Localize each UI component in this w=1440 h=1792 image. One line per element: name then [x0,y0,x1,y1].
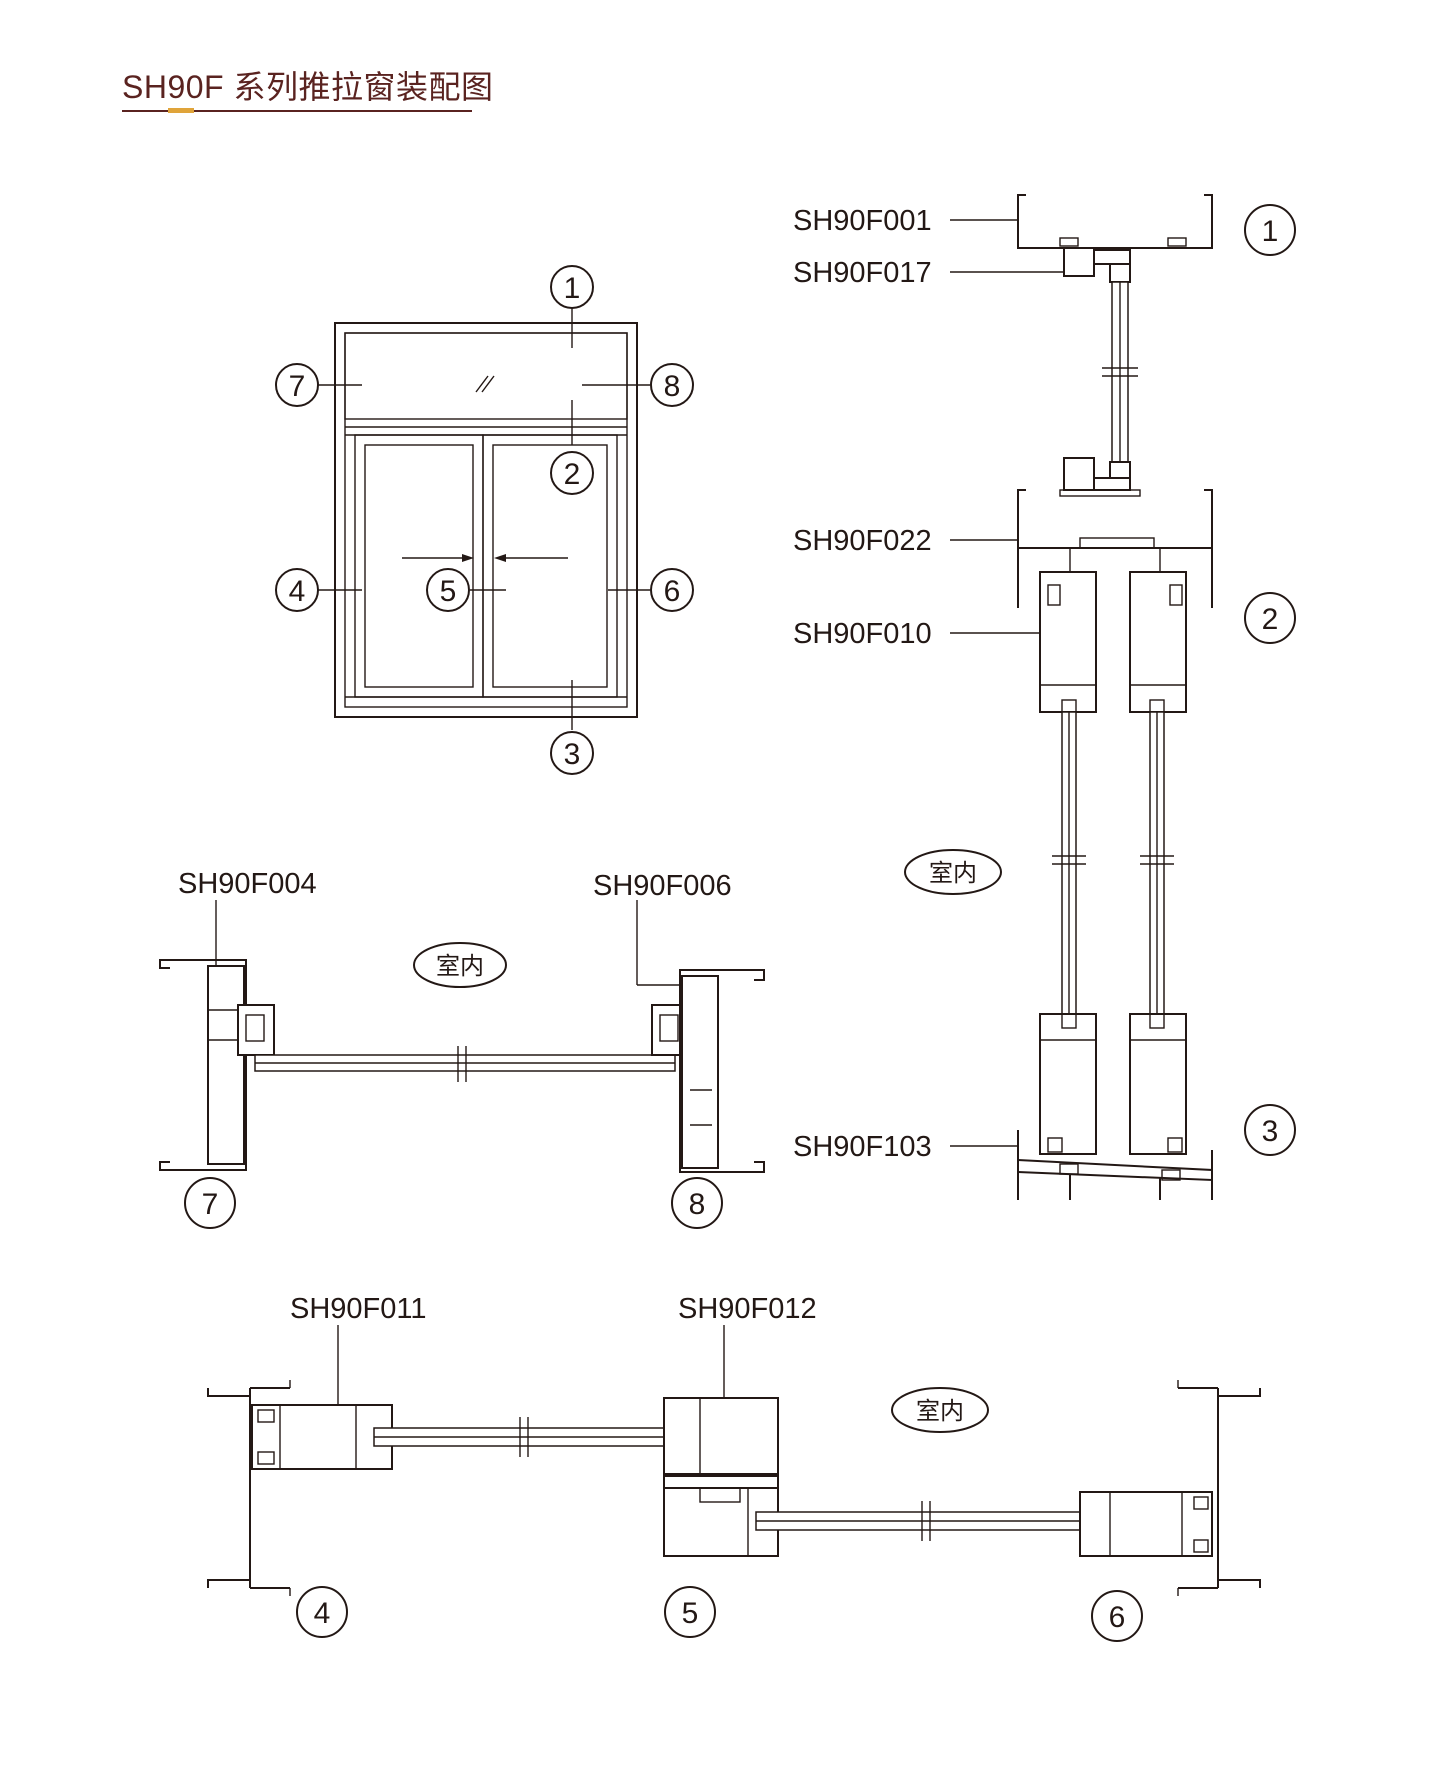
svg-text:8: 8 [664,370,681,403]
label-SH90F004: SH90F004 [178,868,317,900]
label-SH90F010: SH90F010 [793,618,932,650]
callout-7-section: 7 [184,1177,236,1229]
svg-text:2: 2 [1262,603,1279,636]
callout-8-elevation: 8 [650,363,694,407]
callout-3-section: 3 [1244,1104,1296,1156]
svg-text:8: 8 [689,1188,706,1221]
indoor-marker-vertical: 室内 [904,849,1002,895]
label-SH90F103: SH90F103 [793,1131,932,1163]
svg-text:3: 3 [564,738,581,771]
label-SH90F001: SH90F001 [793,205,932,237]
svg-text:7: 7 [289,370,306,403]
label-SH90F011: SH90F011 [290,1293,427,1325]
svg-text:室内: 室内 [929,860,977,887]
callout-5-section: 5 [664,1586,716,1638]
svg-text:4: 4 [289,575,306,608]
page-title: SH90F 系列推拉窗装配图 [122,69,494,105]
svg-text:3: 3 [1262,1115,1279,1148]
callout-2-elevation: 2 [550,451,594,495]
svg-text:4: 4 [314,1597,331,1630]
svg-text:6: 6 [1109,1601,1126,1634]
svg-text:2: 2 [564,458,581,491]
callout-4-section: 4 [296,1586,348,1638]
svg-text:5: 5 [682,1597,699,1630]
callout-4-elevation: 4 [275,568,319,612]
horizontal-section-4-5-6 [207,1325,1261,1596]
svg-text:室内: 室内 [436,953,484,980]
svg-text:5: 5 [440,575,457,608]
svg-text:室内: 室内 [916,1398,964,1425]
label-SH90F006: SH90F006 [593,870,732,902]
label-SH90F012: SH90F012 [678,1293,817,1325]
callout-1-elevation: 1 [550,265,594,309]
svg-text:7: 7 [202,1188,219,1221]
callout-5-elevation: 5 [426,568,470,612]
callout-1-section: 1 [1244,204,1296,256]
callout-7-elevation: 7 [275,363,319,407]
callout-3-elevation: 3 [550,731,594,775]
svg-text:1: 1 [564,272,581,305]
callout-6-elevation: 6 [650,568,694,612]
callout-2-section: 2 [1244,592,1296,644]
label-SH90F017: SH90F017 [793,257,932,289]
label-SH90F022: SH90F022 [793,525,932,557]
title-accent-mark [168,108,194,113]
title-underline [122,110,472,112]
callout-8-section: 8 [671,1177,723,1229]
indoor-marker-section-4-5-6: 室内 [891,1387,989,1433]
side-section-7-8 [159,900,765,1173]
callout-6-section: 6 [1091,1590,1143,1642]
svg-text:6: 6 [664,575,681,608]
svg-text:1: 1 [1262,215,1279,248]
window-elevation [318,308,650,730]
vertical-section [950,194,1213,1200]
indoor-marker-section-7-8: 室内 [413,942,507,988]
